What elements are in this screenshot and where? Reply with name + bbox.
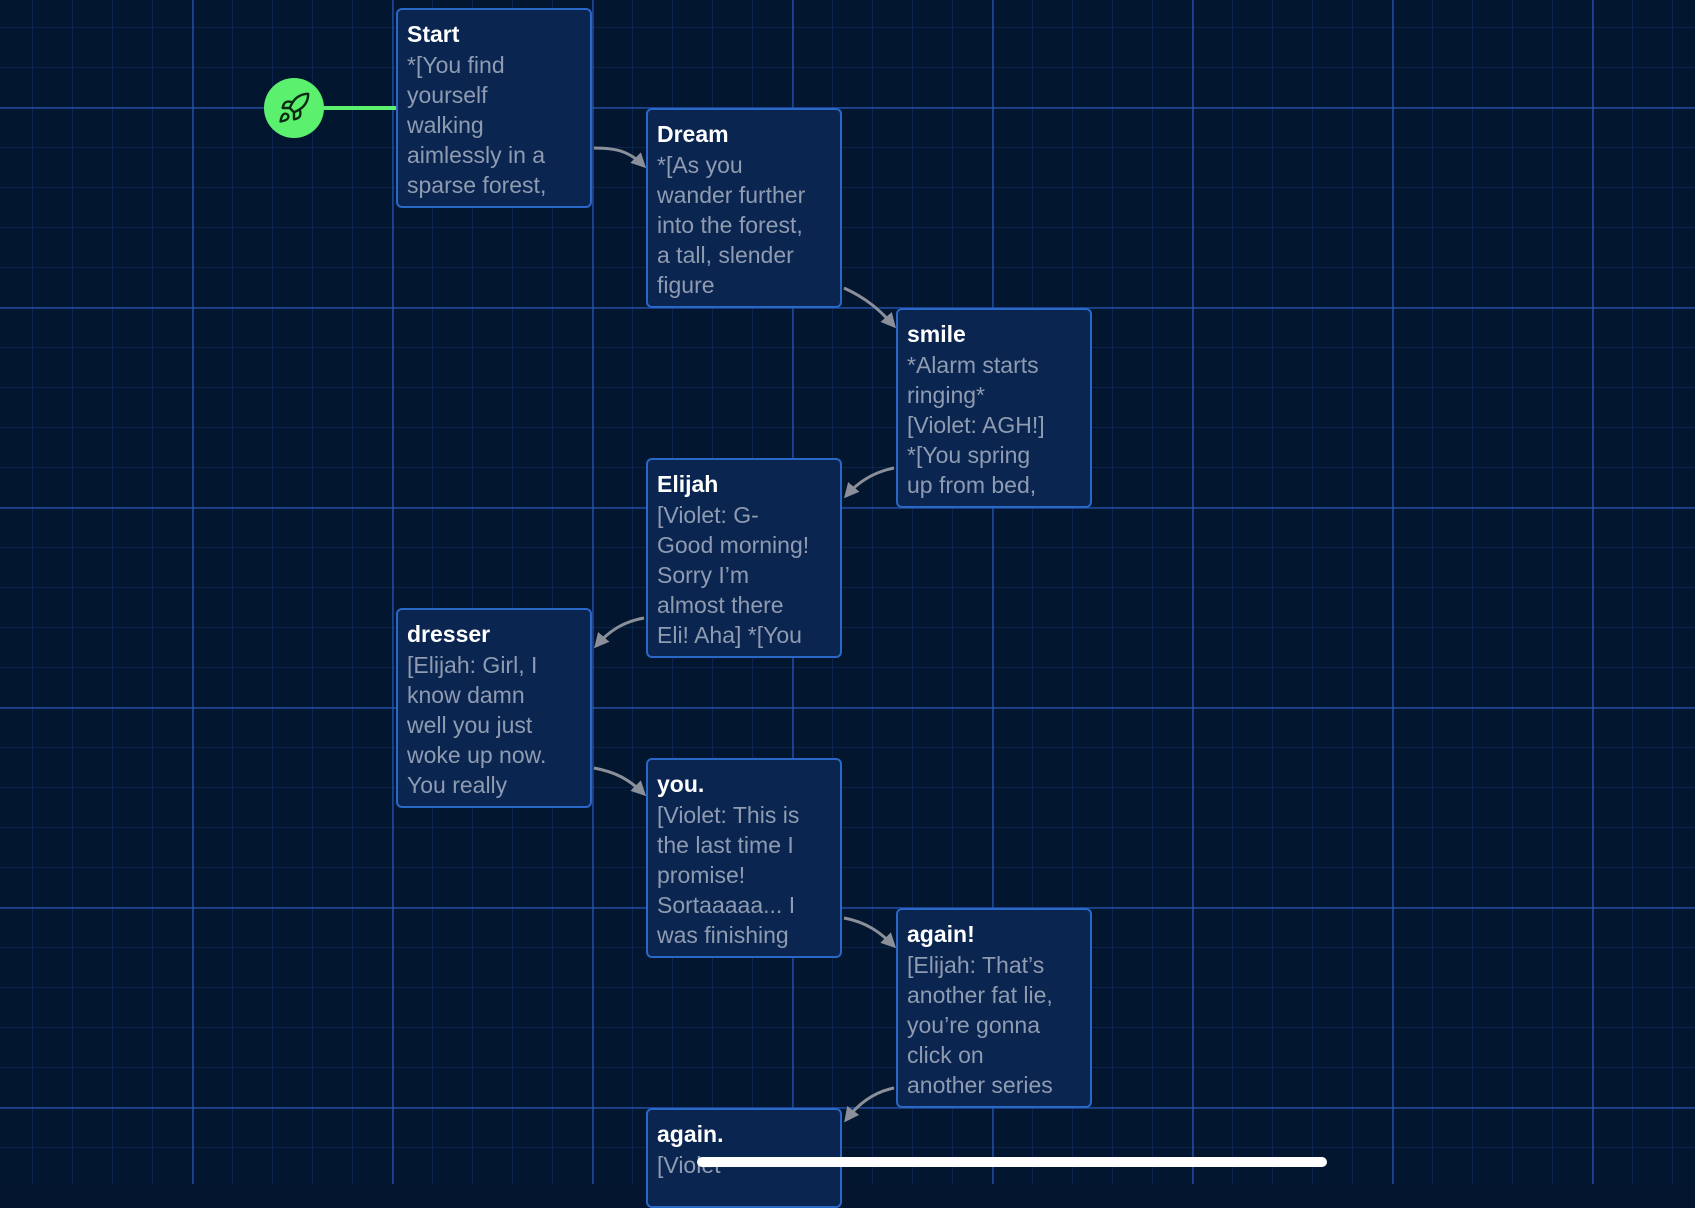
passage-title: again.	[657, 1121, 724, 1147]
passage-node-dream[interactable]: Dream *[As you wander further into the f…	[646, 108, 842, 308]
passage-excerpt: *Alarm starts ringing* [Violet: AGH!] *[…	[907, 352, 1045, 506]
passage-excerpt: [Violet: G- Good morning! Sorry I’m almo…	[657, 502, 810, 656]
passage-node-smile[interactable]: smile *Alarm starts ringing* [Violet: AG…	[896, 308, 1092, 508]
passage-title: Start	[407, 21, 460, 47]
rocket-icon	[279, 92, 310, 123]
link-start-to-dream	[593, 146, 647, 169]
passage-node-start[interactable]: Start *[You find yourself walking aimles…	[396, 8, 592, 208]
passage-title: dresser	[407, 621, 491, 647]
passage-title: you.	[657, 771, 705, 797]
link-smile-to-elijah	[844, 466, 895, 499]
passage-node-again-exclaim[interactable]: again! [Elijah: That’s another fat lie, …	[896, 908, 1092, 1108]
passage-title: again!	[907, 921, 975, 947]
passage-excerpt: [Elijah: That’s another fat lie, you’re …	[907, 952, 1053, 1106]
passage-excerpt: *[As you wander further into the forest,…	[657, 152, 806, 298]
passage-title: Elijah	[657, 471, 719, 497]
passage-node-elijah[interactable]: Elijah [Violet: G- Good morning! Sorry I…	[646, 458, 842, 658]
link-you-to-again-exclaim	[843, 916, 897, 949]
passage-title: Dream	[657, 121, 729, 147]
passage-excerpt: *[You find yourself walking aimlessly in…	[407, 52, 547, 206]
passage-node-you[interactable]: you. [Violet: This is the last time I pr…	[646, 758, 842, 958]
link-dream-to-smile	[843, 286, 896, 329]
passage-excerpt: [Elijah: Girl, I know damn well you just…	[407, 652, 547, 806]
passage-excerpt: [Violet: This is the last time I promise…	[657, 802, 800, 956]
link-again-exclaim-to-again-period	[844, 1086, 895, 1123]
horizontal-scroll-indicator[interactable]	[697, 1157, 1327, 1167]
link-dresser-to-you	[593, 766, 647, 797]
passage-node-dresser[interactable]: dresser [Elijah: Girl, I know damn well …	[396, 608, 592, 808]
passage-title: smile	[907, 321, 966, 347]
start-marker-button[interactable]	[264, 78, 324, 138]
link-elijah-to-dresser	[594, 616, 645, 649]
